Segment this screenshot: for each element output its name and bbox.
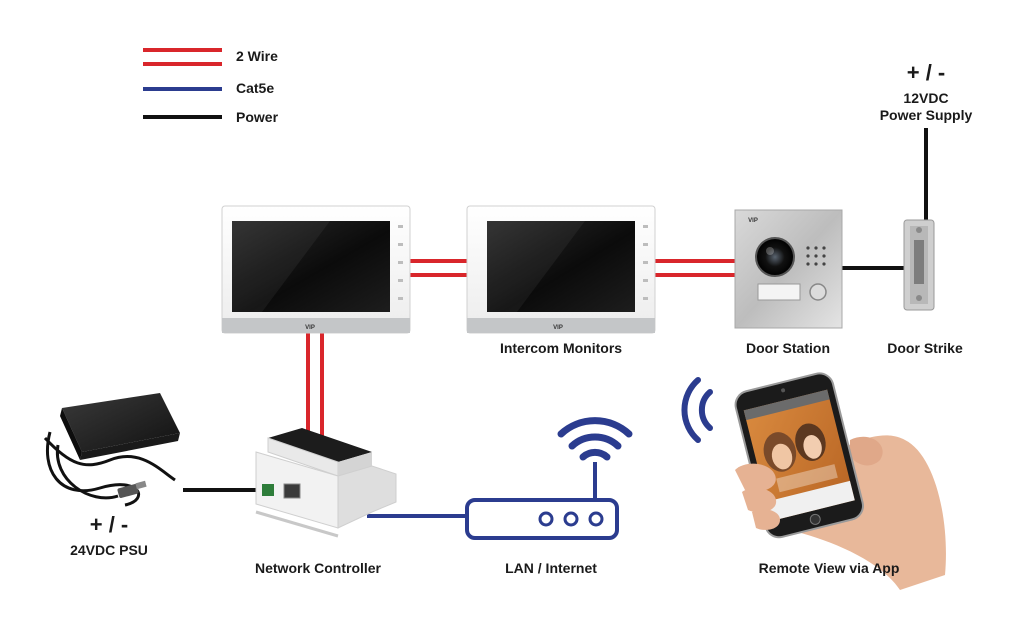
controller-terminal-block: [262, 484, 274, 496]
phone-wifi-signal-icon: [681, 377, 713, 443]
legend-label-power: Power: [236, 109, 279, 125]
router: [465, 462, 619, 540]
wifi-signal-icon: [557, 417, 633, 461]
monitor-2-brand: VIP: [553, 325, 563, 331]
door-station-call-button: [809, 283, 827, 301]
psu-24vdc-label: 24VDC PSU: [70, 542, 148, 558]
two-wire-cable-monitor1-monitor2: [410, 259, 467, 277]
lan-internet-label: LAN / Internet: [505, 560, 597, 576]
intercom-monitor-2: VIP: [466, 205, 656, 334]
router-led-1: [538, 511, 554, 527]
legend-label-2-wire: 2 Wire: [236, 48, 278, 64]
legend-label-cat5e: Cat5e: [236, 80, 275, 96]
door-station-brand: VIP: [748, 218, 758, 224]
psu-12vdc-label-line1: 12VDC: [903, 90, 949, 106]
psu-24vdc-polarity: + / -: [89, 512, 129, 537]
door-strike-label: Door Strike: [887, 340, 963, 356]
legend-swatch-2-wire: [143, 48, 222, 66]
intercom-monitors-label: Intercom Monitors: [499, 340, 623, 356]
door-station-speaker-grille: [806, 246, 826, 266]
smartphone-in-hand: [734, 372, 946, 590]
network-controller: [255, 428, 397, 538]
psu-12vdc-polarity: + / -: [906, 60, 946, 85]
router-led-2: [563, 511, 579, 527]
psu-12vdc-label-line2: Power Supply: [879, 107, 973, 123]
monitor-1-brand: VIP: [305, 325, 315, 331]
door-station-label: Door Station: [746, 340, 830, 356]
network-controller-label: Network Controller: [254, 560, 382, 576]
two-wire-cable-monitor2-door-station: [655, 259, 735, 277]
remote-view-label: Remote View via App: [758, 560, 900, 576]
router-led-3: [588, 511, 604, 527]
door-station-camera-icon: [755, 237, 795, 277]
intercom-monitor-1: VIP: [221, 205, 411, 334]
psu-24vdc: [43, 393, 180, 507]
door-station-nameplate: [757, 283, 801, 301]
two-wire-cable-monitor1-controller: [306, 333, 324, 436]
door-strike: [903, 219, 935, 311]
controller-ethernet-port: [283, 483, 301, 499]
legend: [143, 48, 222, 119]
door-station: VIP: [734, 209, 843, 329]
